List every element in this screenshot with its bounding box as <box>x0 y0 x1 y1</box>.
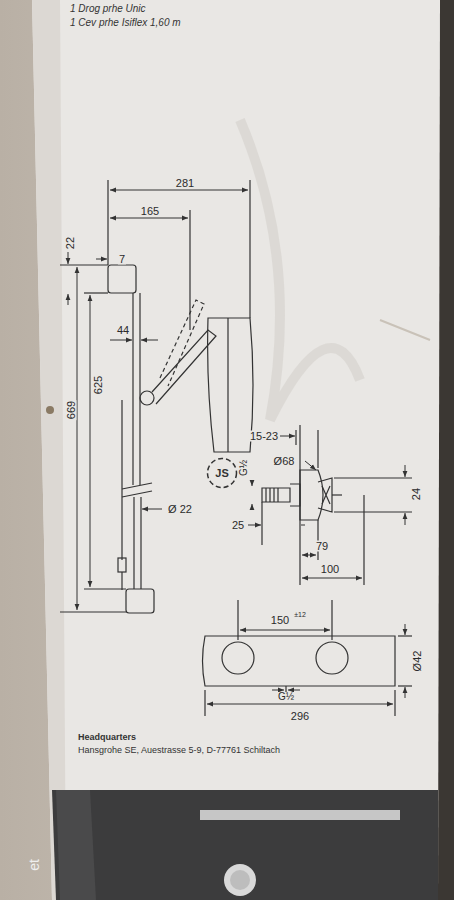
dimension-label: 669 <box>66 400 77 420</box>
contents-line: 1 Cev prhe Isiflex 1,60 m <box>70 18 181 28</box>
dimension-label: Ø 22 <box>167 504 193 515</box>
dimension-label: ±12 <box>293 611 307 618</box>
dimension-label: 22 <box>65 236 76 250</box>
dimension-label: 296 <box>290 711 310 722</box>
dimension-label: 150 <box>270 615 290 626</box>
dimension-label: 15-23 <box>249 431 279 442</box>
address-text: Hansgrohe SE, Auestrasse 5-9, D-77761 Sc… <box>78 746 280 755</box>
dimension-label: 79 <box>315 541 329 552</box>
contents-line: 1 Drog prhe Unic <box>70 4 146 14</box>
dimension-label: G½ <box>239 459 249 477</box>
dimension-label: 25 <box>231 520 245 531</box>
box-text: et <box>27 858 41 872</box>
dimension-label: G½ <box>277 692 295 702</box>
stamp-text: JS <box>206 467 238 479</box>
stamp-circle: JS <box>206 457 238 489</box>
dimension-label: 625 <box>93 375 104 395</box>
dimension-label: 44 <box>116 325 130 336</box>
dimension-label: Ø42 <box>412 650 423 673</box>
address-text: Headquarters <box>78 733 136 742</box>
dimension-label: 24 <box>411 487 422 501</box>
dimension-label: Ø68 <box>273 456 296 467</box>
dimension-label: 100 <box>320 564 340 575</box>
dimension-label: 7 <box>118 254 126 265</box>
dimension-label: 165 <box>140 206 160 217</box>
dimension-label: 281 <box>175 178 195 189</box>
